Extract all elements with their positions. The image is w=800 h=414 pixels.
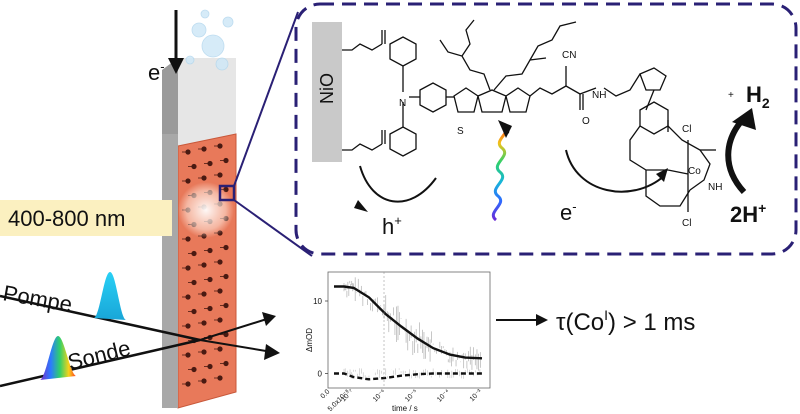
amine-n-label: N: [399, 98, 406, 109]
baseline-fit-curve: [334, 372, 482, 381]
sulfur-label-1: S: [457, 126, 464, 137]
chloride-top-label: Cl: [682, 124, 691, 135]
x-tick-label: 10⁻⁴: [436, 388, 451, 403]
amide-nh-label: NH: [592, 90, 606, 101]
x-axis-label: time / s: [392, 404, 418, 413]
signal-arrowhead-2: [264, 344, 280, 360]
pump-probe: Pompe Sonde: [0, 272, 280, 388]
nio-surface: [312, 22, 342, 162]
electron-transfer-label: e-: [560, 199, 577, 225]
photon-wave: [492, 122, 508, 222]
protons-label: 2H+: [730, 200, 766, 227]
result-arrowhead: [536, 314, 548, 326]
light-spot: [178, 182, 234, 238]
cobalt-label: Co: [688, 166, 701, 177]
complex-charge-label: +: [728, 90, 734, 101]
signal-arrow-2: [199, 339, 273, 353]
sensitizer-dots: [182, 143, 229, 387]
zoom-box: [218, 184, 236, 202]
y-axis-label: ΔmOD: [305, 328, 314, 352]
bubbles: [185, 9, 234, 71]
signal-arrowhead-1: [262, 312, 276, 326]
x-tick-label: 10⁻³: [469, 388, 484, 403]
h2-evolution-arrow: [725, 115, 747, 195]
x-tick-label: 0.0: [320, 388, 332, 400]
zoom-line-bottom: [233, 199, 313, 257]
pump-pulse: [94, 272, 126, 320]
nio-label: NiO: [317, 73, 337, 104]
lifetime-result: τ(CoI) > 1 ms: [496, 307, 695, 336]
probe-pulse: [40, 336, 76, 380]
macrocycle-nh-label: NH: [708, 182, 722, 193]
hole-arrowhead: [354, 200, 368, 212]
dye-skeleton: [342, 19, 716, 212]
probe-label: Sonde: [65, 335, 133, 375]
chloride-bottom-label: Cl: [682, 218, 691, 229]
electrode: [162, 9, 237, 409]
electron-label: e-: [148, 59, 165, 85]
wavelength-label: 400-800 nm: [8, 206, 125, 231]
electron-transfer-arrowhead: [656, 168, 668, 182]
decay-fit-curve: [334, 285, 483, 360]
y-ticks: 0 10: [313, 297, 328, 379]
molecule-panel: NiO: [294, 2, 798, 256]
cyano-label: CN: [562, 50, 576, 61]
carbonyl-o-label: O: [582, 116, 590, 127]
zoom-line-top: [233, 11, 299, 187]
electrode-edge: [162, 134, 178, 408]
signal-arrow-1: [199, 317, 271, 341]
sulfur-label-2: S: [503, 126, 510, 137]
y-tick-label: 10: [313, 297, 322, 306]
plot-area: [327, 271, 491, 389]
wavelength-background: [0, 200, 172, 236]
hole-label: h+: [382, 213, 402, 239]
lifetime-label: τ(CoI) > 1 ms: [556, 307, 695, 336]
h2-label: H2: [746, 82, 770, 111]
x-tick-label: 10⁻⁵: [404, 388, 419, 403]
h2-evolution-arrowhead: [732, 108, 756, 130]
electron-arrowhead: [168, 58, 184, 74]
electron-input: e-: [148, 10, 184, 85]
glass-top: [178, 58, 236, 146]
wavelength-tag: 400-800 nm: [0, 200, 172, 236]
x-tick-label: 10⁻⁷: [340, 388, 355, 403]
photon-arrowhead: [498, 120, 512, 138]
molecule-frame: [294, 2, 798, 256]
pump-label: Pompe: [1, 280, 74, 317]
probe-beam: [0, 338, 201, 388]
x-tick-label: 10⁻⁶: [372, 388, 387, 403]
y-tick-label: 0: [318, 370, 323, 379]
